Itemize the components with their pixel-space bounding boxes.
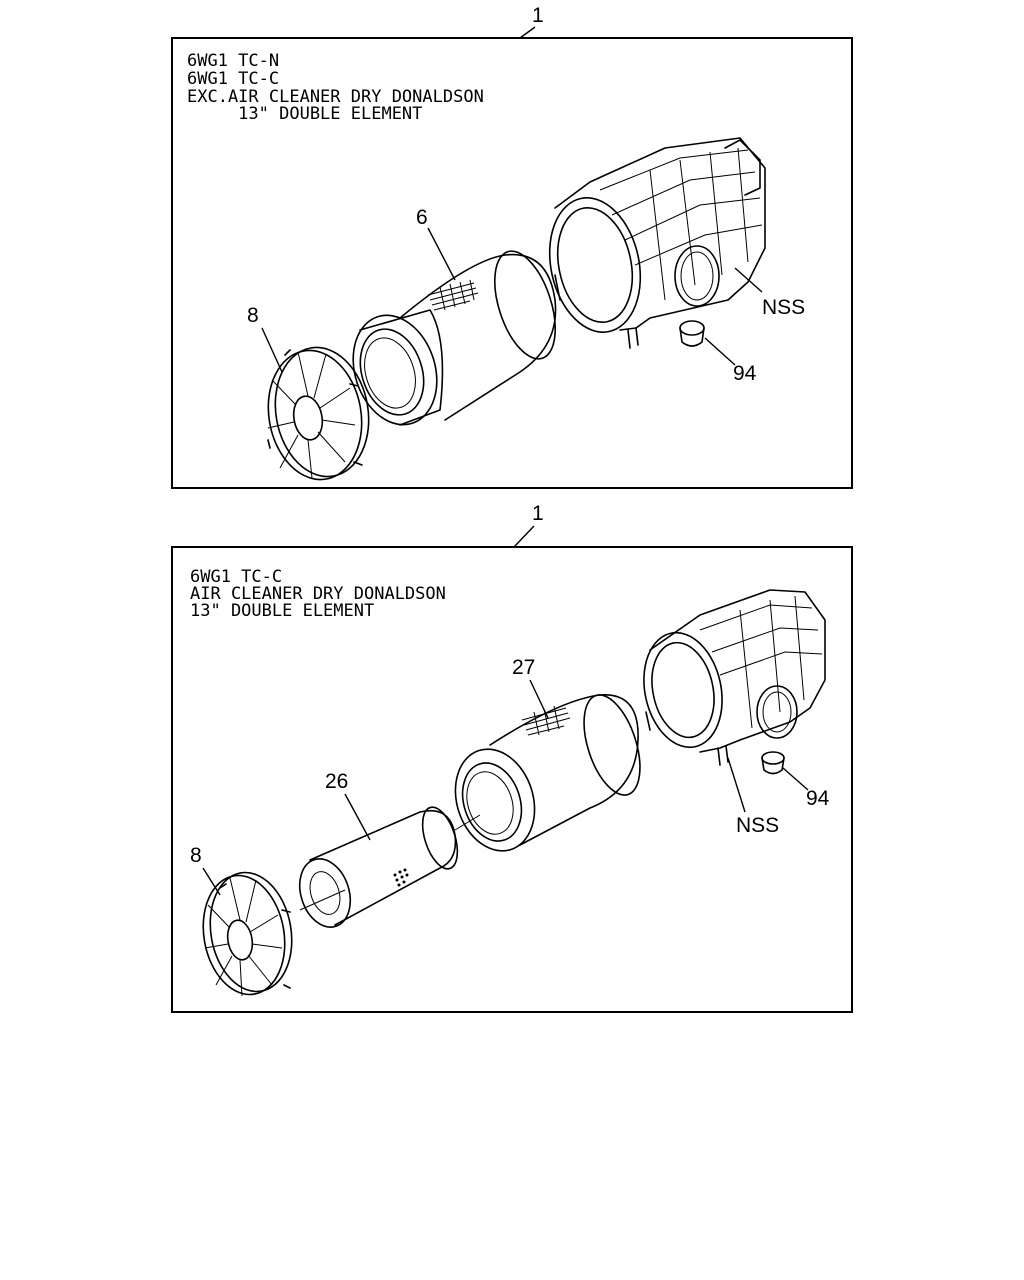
panel-1-label-element: 6	[416, 206, 428, 229]
panel-2-header-line-3: 13" DOUBLE ELEMENT	[190, 601, 374, 621]
panel-2-header-line-2: AIR CLEANER DRY DONALDSON	[190, 584, 446, 604]
panel-2: 1 6WG1 TC-C AIR CLEANER DRY DONALDSON 13…	[171, 502, 853, 1013]
panel-2-frame	[171, 546, 853, 1013]
panel-1-header-line-3: EXC.AIR CLEANER DRY DONALDSON	[187, 87, 484, 107]
panel-2-callout: 1	[532, 502, 544, 525]
panel-1-header-line-4: 13" DOUBLE ELEMENT	[187, 104, 422, 124]
panel-1-header-line-1: 6WG1 TC-N	[187, 51, 279, 71]
panel-1-callout: 1	[532, 4, 544, 27]
panel-1-label-valve: 94	[733, 362, 757, 385]
panel-1-cover-drawing	[267, 346, 370, 481]
panel-1-housing-drawing	[548, 137, 766, 349]
panel-2-inner-element-perforations	[393, 868, 409, 887]
panel-2-inner-element-drawing	[298, 806, 481, 928]
panel-2-label-housing: NSS	[736, 814, 779, 837]
panel-2-header-line-1: 6WG1 TC-C	[190, 567, 282, 587]
panel-2-cover-drawing	[202, 871, 293, 997]
panel-2-housing-drawing	[643, 589, 826, 766]
panel-2-label-inner-element: 26	[325, 770, 348, 793]
panel-2-outlet-pipe	[756, 685, 798, 739]
panel-1-header-line-2: 6WG1 TC-C	[187, 69, 279, 89]
panel-1-label-cover: 8	[247, 304, 259, 327]
panel-1-element-drawing	[352, 250, 557, 426]
panel-1-frame	[171, 37, 853, 489]
panel-1-header: 6WG1 TC-N 6WG1 TC-C EXC.AIR CLEANER DRY …	[187, 51, 484, 124]
panel-2-valve-drawing	[761, 751, 785, 775]
panel-2-label-valve: 94	[806, 787, 830, 810]
panel-1: 1 6WG1 TC-N 6WG1 TC-C EXC.AIR CLEANER DR…	[171, 4, 853, 489]
panel-2-label-cover: 8	[190, 844, 202, 867]
panel-1-valve-drawing	[679, 320, 705, 347]
panel-1-label-housing: NSS	[762, 296, 805, 319]
panel-1-outlet-pipe	[674, 245, 720, 307]
panel-2-label-outer-element: 27	[512, 656, 535, 679]
panel-2-header: 6WG1 TC-C AIR CLEANER DRY DONALDSON 13" …	[190, 567, 446, 621]
